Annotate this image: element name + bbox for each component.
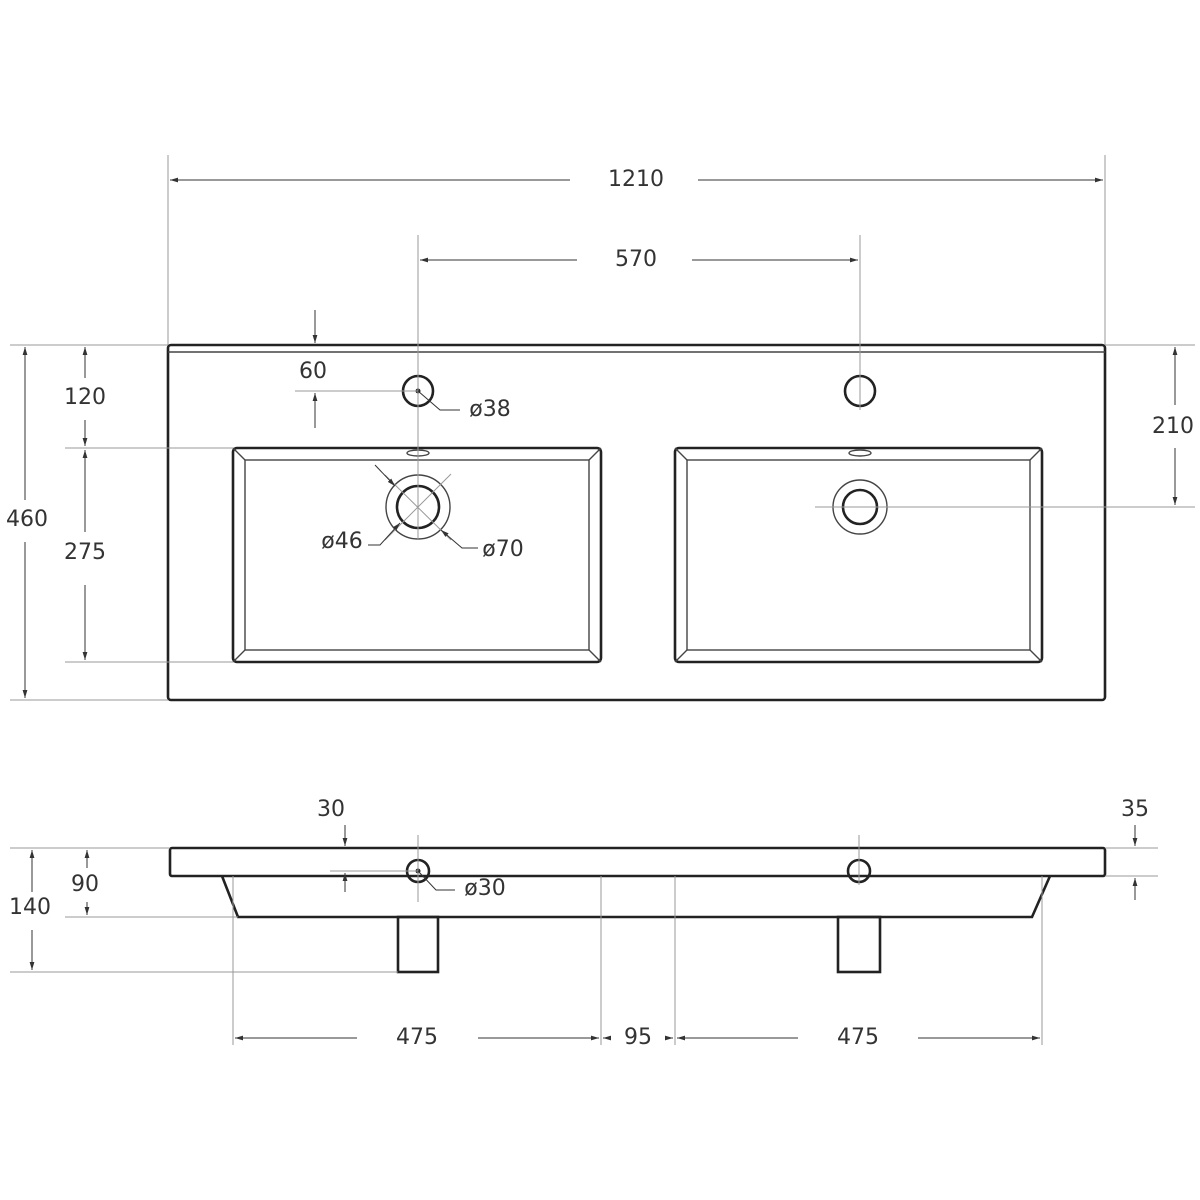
countertop-outline [166, 343, 1107, 702]
dim-edge-to-basin: 120 [64, 385, 106, 410]
dim-tap-offset: 60 [299, 359, 327, 384]
dim-basin-width-right: 475 [837, 1025, 879, 1050]
dim-overall-depth: 460 [6, 507, 48, 532]
dim-edge-to-drain: 210 [1152, 414, 1194, 439]
dim-slab-thickness: 35 [1121, 797, 1149, 822]
dim-drain-outer: ø70 [482, 537, 523, 562]
side-view: 30 35 140 90 ø30 475 95 475 [9, 797, 1158, 1050]
countertop-side [168, 846, 1107, 878]
dim-tap-hole: ø38 [469, 397, 510, 422]
bowl-side [220, 875, 1052, 919]
dim-basin-depth: 275 [64, 540, 106, 565]
dim-basin-width-left: 475 [396, 1025, 438, 1050]
top-view: 1210 570 460 120 275 60 ø38 210 ø46 ø70 [6, 155, 1195, 702]
dim-overflow-hole: ø30 [464, 876, 505, 901]
dim-total-height: 140 [9, 895, 51, 920]
dim-gap: 95 [624, 1025, 652, 1050]
drain-pipe-left [396, 915, 440, 974]
dim-tap-spacing: 570 [615, 247, 657, 272]
right-basin [673, 446, 1044, 664]
dim-drain-inner: ø46 [321, 529, 362, 554]
dim-bowl-height: 90 [71, 872, 99, 897]
left-basin [231, 446, 603, 664]
drain-pipe-right [836, 915, 882, 974]
dim-overall-width: 1210 [608, 167, 664, 192]
dim-slab-offset: 30 [317, 797, 345, 822]
